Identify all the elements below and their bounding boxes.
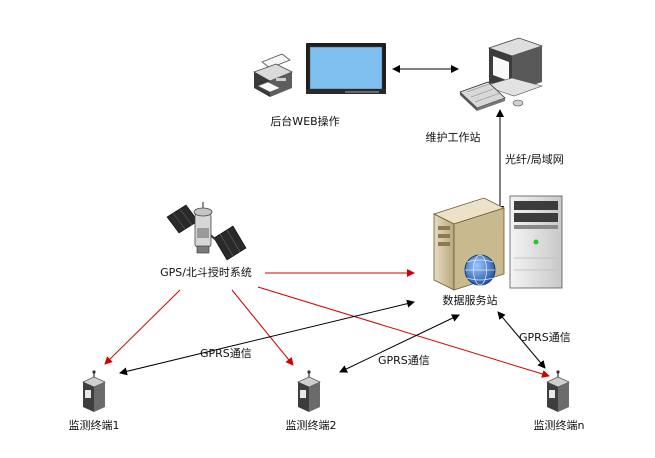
link-server-terminal-2 — [339, 314, 460, 373]
globe-icon — [464, 254, 496, 286]
label-terminal-n: 监测终端n — [534, 418, 585, 432]
link-server-terminal-n — [497, 311, 546, 369]
link-gps-terminal-1 — [104, 289, 181, 365]
links — [104, 65, 550, 378]
label-gps-system: GPS/北斗授时系统 — [160, 265, 252, 279]
label-data-server: 数据服务站 — [443, 293, 498, 307]
label-backend-web: 后台WEB操作 — [270, 114, 339, 128]
link-server-terminal-1 — [119, 299, 415, 376]
label-gprs-left: GPRS通信 — [200, 347, 252, 360]
label-maintenance-station: 维护工作站 — [426, 130, 481, 144]
label-gprs-middle: GPRS通信 — [378, 354, 430, 367]
label-terminal-2: 监测终端2 — [286, 418, 337, 432]
monitoring-terminal-icon — [297, 370, 321, 412]
satellite-icon — [166, 202, 247, 261]
label-gprs-right: GPRS通信 — [519, 331, 571, 344]
label-terminal-1: 监测终端1 — [69, 418, 120, 432]
server-icon — [432, 195, 563, 291]
label-fiber-lan: 光纤/局域网 — [505, 152, 564, 166]
printer-icon — [253, 53, 293, 97]
monitor-icon — [306, 43, 386, 94]
monitoring-terminal-icon — [82, 370, 106, 412]
workstation-computer-icon — [459, 37, 544, 111]
monitoring-terminal-icon — [546, 370, 570, 412]
